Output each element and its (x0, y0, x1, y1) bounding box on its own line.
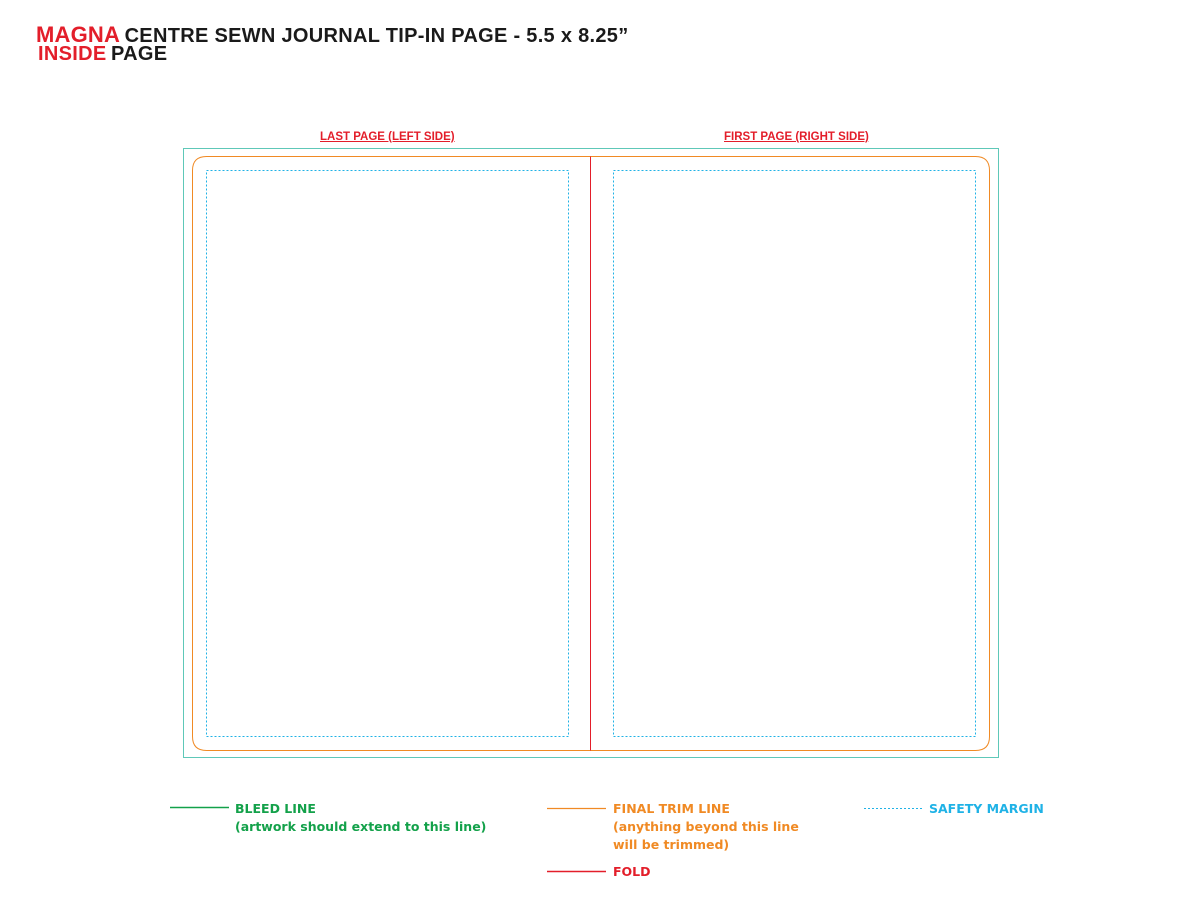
legend-fold: FOLD (613, 863, 651, 881)
subtitle-page: PAGE (110, 43, 168, 65)
page-title: CENTRE SEWN JOURNAL TIP-IN PAGE - 5.5 x … (124, 25, 629, 47)
title-line-2: INSIDE PAGE (38, 44, 167, 64)
legend-bleed-label: BLEED LINE (235, 801, 316, 816)
bleed-line-rect (183, 148, 999, 758)
legend-trim-note-2: will be trimmed) (613, 837, 730, 852)
left-page-label: LAST PAGE (LEFT SIDE) (320, 131, 455, 143)
right-page-label: FIRST PAGE (RIGHT SIDE) (724, 131, 869, 143)
legend-fold-label: FOLD (613, 864, 651, 879)
title-line-1: MAGNA CENTRE SEWN JOURNAL TIP-IN PAGE - … (36, 22, 629, 47)
left-safety-margin (206, 170, 569, 737)
legend-safety-label: SAFETY MARGIN (929, 801, 1044, 816)
legend-trim-note-1: (anything beyond this line (613, 819, 799, 834)
brand-name: MAGNA (36, 22, 121, 47)
legend-safety: SAFETY MARGIN (929, 800, 1044, 818)
legend-trim: FINAL TRIM LINE (anything beyond this li… (613, 800, 799, 854)
trim-line-path (192, 156, 990, 751)
legend-bleed-note: (artwork should extend to this line) (235, 819, 487, 834)
legend-trim-label: FINAL TRIM LINE (613, 801, 730, 816)
subtitle-inside: INSIDE (38, 43, 107, 65)
legend-bleed: BLEED LINE (artwork should extend to thi… (235, 800, 486, 836)
right-safety-margin (613, 170, 976, 737)
